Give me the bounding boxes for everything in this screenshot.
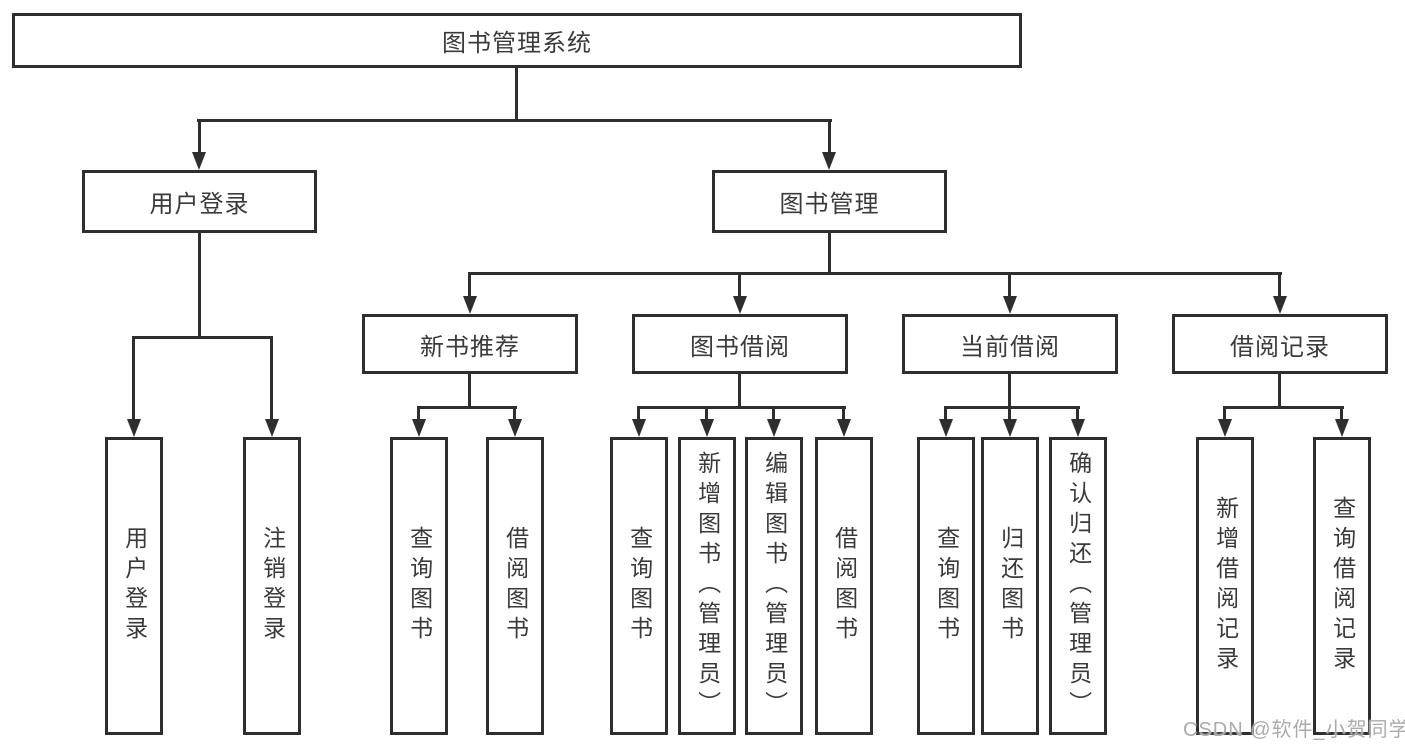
node-library-management-system: 图书管理系统 bbox=[12, 13, 1022, 68]
arrow-to-borrow-records bbox=[1273, 296, 1287, 314]
connector-bar bbox=[945, 406, 1080, 409]
connector-leaf-stem bbox=[1076, 406, 1079, 419]
arrow-to-book-management bbox=[822, 152, 836, 170]
arrow-to-leaf bbox=[939, 419, 953, 437]
leaf-label: 查询借阅记录 bbox=[1329, 496, 1356, 676]
arrow-to-leaf bbox=[837, 419, 851, 437]
leaf-label: 查询图书 bbox=[933, 526, 960, 646]
leaf-label: 注销登录 bbox=[259, 526, 286, 646]
leaf-return-book: 归还图书 bbox=[981, 437, 1039, 735]
connector-leaf-stem bbox=[1340, 406, 1343, 419]
arrow-to-new-book-recommend bbox=[463, 296, 477, 314]
leaf-label: 查询图书 bbox=[626, 526, 653, 646]
connector-userlogin-stem bbox=[198, 119, 201, 153]
connector-leaf-stem bbox=[1223, 406, 1226, 419]
leaf-label: 确认归还（管理员） bbox=[1065, 451, 1092, 721]
connector-root-bar bbox=[197, 119, 832, 122]
leaf-label: 借阅图书 bbox=[831, 526, 858, 646]
connector-userlogin-down bbox=[198, 233, 201, 336]
leaf-borrow-books-recommend: 借阅图书 bbox=[486, 437, 544, 735]
connector-leaf-stem bbox=[637, 406, 640, 419]
leaf-label: 用户登录 bbox=[121, 526, 148, 646]
connector-leaf-stem bbox=[705, 406, 708, 419]
connector-bar bbox=[418, 406, 517, 409]
arrow-to-leaf bbox=[1003, 419, 1017, 437]
leaf-query-borrow-record: 查询借阅记录 bbox=[1313, 437, 1371, 735]
arrow-to-leaf bbox=[700, 419, 714, 437]
connector-level3-stem bbox=[1008, 272, 1011, 296]
arrow-to-book-borrow bbox=[733, 296, 747, 314]
connector-leaf-stem bbox=[513, 406, 516, 419]
node-book-borrow: 图书借阅 bbox=[632, 314, 848, 374]
arrow-to-user-login bbox=[192, 152, 206, 170]
leaf-add-borrow-record: 新增借阅记录 bbox=[1196, 437, 1254, 735]
connector-down bbox=[738, 374, 741, 406]
connector-level3-stem bbox=[738, 272, 741, 296]
connector-bar bbox=[638, 406, 846, 409]
node-current-borrow: 当前借阅 bbox=[902, 314, 1118, 374]
arrow-to-current-borrow bbox=[1003, 296, 1017, 314]
connector-leaf-stem bbox=[132, 336, 135, 419]
connector-leaf-stem bbox=[270, 336, 273, 419]
connector-level3-stem bbox=[468, 272, 471, 296]
arrow-to-leaf-user-login bbox=[127, 419, 141, 437]
leaf-label: 借阅图书 bbox=[502, 526, 529, 646]
node-user-login: 用户登录 bbox=[82, 170, 317, 233]
connector-leaf-stem bbox=[772, 406, 775, 419]
leaf-query-books-borrow: 查询图书 bbox=[610, 437, 668, 735]
connector-leaf-stem bbox=[417, 406, 420, 419]
leaf-confirm-return-admin: 确认归还（管理员） bbox=[1049, 437, 1107, 735]
arrow-to-leaf bbox=[1218, 419, 1232, 437]
arrow-to-leaf bbox=[412, 419, 426, 437]
connector-leaf-stem bbox=[1008, 406, 1011, 419]
connector-root-stem bbox=[515, 66, 518, 119]
leaf-label: 新增图书（管理员） bbox=[694, 451, 721, 721]
leaf-edit-book-admin: 编辑图书（管理员） bbox=[745, 437, 803, 735]
connector-bookmgmt-stem bbox=[828, 119, 831, 153]
leaf-label: 查询图书 bbox=[406, 526, 433, 646]
connector-leaf-stem bbox=[842, 406, 845, 419]
connector-bookmgmt-bar bbox=[469, 272, 1282, 275]
arrow-to-leaf bbox=[508, 419, 522, 437]
node-borrow-records: 借阅记录 bbox=[1172, 314, 1388, 374]
arrow-to-leaf bbox=[1071, 419, 1085, 437]
connector-leaf-stem bbox=[944, 406, 947, 419]
connector-down bbox=[1278, 374, 1281, 406]
connector-down bbox=[468, 374, 471, 406]
leaf-label: 归还图书 bbox=[997, 526, 1024, 646]
arrow-to-leaf bbox=[1335, 419, 1349, 437]
connector-down bbox=[1008, 374, 1011, 406]
connector-userlogin-bar bbox=[132, 336, 273, 339]
arrow-to-leaf bbox=[632, 419, 646, 437]
node-book-management: 图书管理 bbox=[712, 170, 947, 233]
arrow-to-leaf bbox=[767, 419, 781, 437]
arrow-to-leaf-logout bbox=[265, 419, 279, 437]
leaf-query-books-recommend: 查询图书 bbox=[390, 437, 448, 735]
leaf-query-books-current: 查询图书 bbox=[917, 437, 975, 735]
connector-bookmgmt-down bbox=[828, 233, 831, 272]
connector-bar bbox=[1224, 406, 1344, 409]
leaf-add-book-admin: 新增图书（管理员） bbox=[678, 437, 736, 735]
leaf-borrow-books: 借阅图书 bbox=[815, 437, 873, 735]
connector-level3-stem bbox=[1278, 272, 1281, 296]
leaf-logout: 注销登录 bbox=[243, 437, 301, 735]
csdn-watermark: CSDN @软件_小贺同学 bbox=[1183, 719, 1405, 741]
node-new-book-recommend: 新书推荐 bbox=[362, 314, 578, 374]
leaf-label: 新增借阅记录 bbox=[1212, 496, 1239, 676]
leaf-label: 编辑图书（管理员） bbox=[761, 451, 788, 721]
leaf-user-login: 用户登录 bbox=[105, 437, 163, 735]
